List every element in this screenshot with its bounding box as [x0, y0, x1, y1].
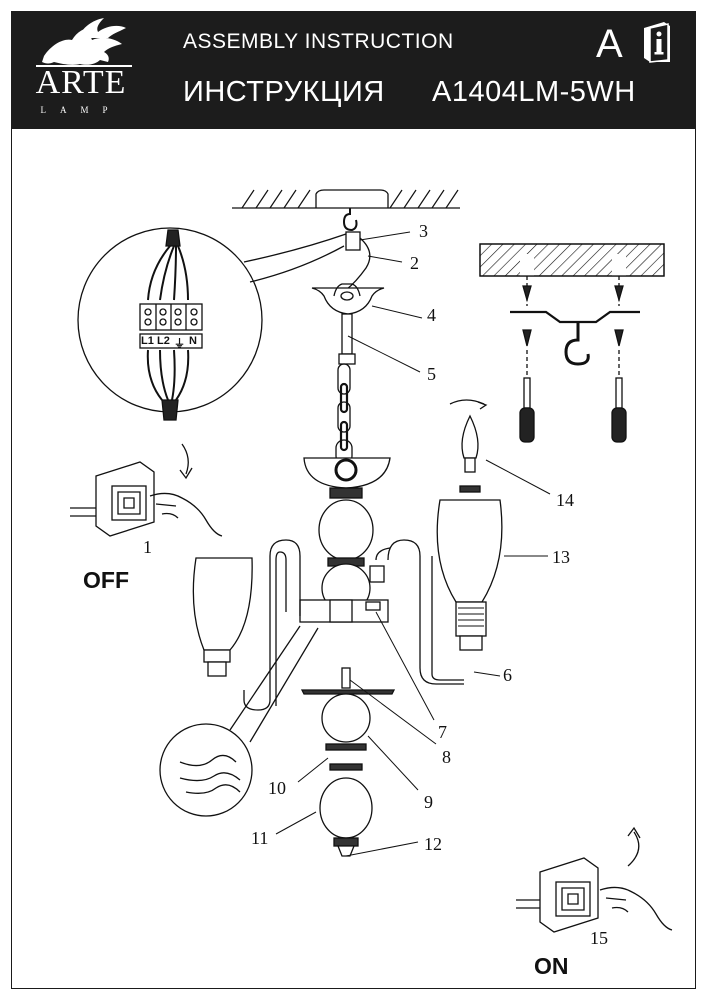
brand-subtitle: LAMP — [40, 105, 122, 115]
instruction-title-ru: ИНСТРУКЦИЯ — [183, 76, 385, 108]
terminal-label-ground: ⏚ — [174, 338, 185, 350]
terminal-label-l2: L2 — [157, 335, 170, 347]
callout-5: 5 — [427, 364, 436, 384]
callout-6: 6 — [503, 665, 512, 685]
model-number: A1404LM-5WH — [432, 76, 636, 108]
terminal-label-l1: L1 — [141, 335, 154, 347]
callout-11: 11 — [251, 828, 269, 848]
language-mark: A — [596, 22, 623, 66]
callout-3: 3 — [419, 221, 428, 241]
callout-10: 10 — [268, 778, 286, 798]
callout-1: 1 — [143, 537, 152, 557]
griffin-logo-icon — [36, 18, 132, 67]
callout-9: 9 — [424, 792, 433, 812]
info-book-icon — [644, 22, 670, 63]
terminal-label-n: N — [189, 335, 197, 347]
callout-14: 14 — [556, 490, 574, 510]
switch-on-label: ON — [534, 953, 569, 979]
assembly-instruction-title: ASSEMBLY INSTRUCTION — [183, 30, 454, 53]
callout-8: 8 — [442, 747, 451, 767]
brand-name: ARTE — [35, 64, 127, 101]
header-bar — [11, 11, 696, 129]
callout-4: 4 — [427, 305, 436, 325]
callout-7: 7 — [438, 722, 447, 742]
callout-15: 15 — [590, 928, 608, 948]
switch-off-label: OFF — [83, 567, 129, 593]
callout-13: 13 — [552, 547, 570, 567]
callout-2: 2 — [410, 253, 419, 273]
callout-12: 12 — [424, 834, 442, 854]
